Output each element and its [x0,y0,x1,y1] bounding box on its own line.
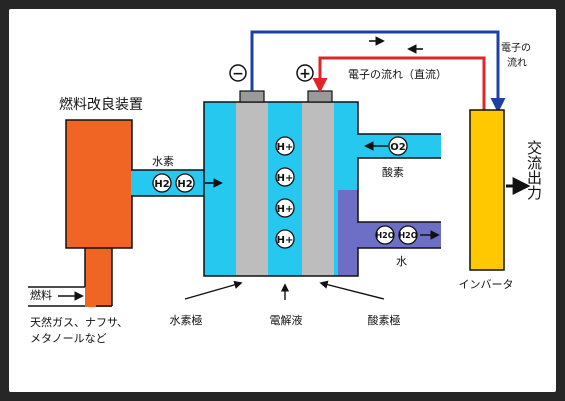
electrolyte-label: 電解液 [270,313,303,327]
h-plus-ion-1: H+ [275,136,295,156]
svg-text:H2O: H2O [398,231,417,240]
svg-text:O2: O2 [390,142,406,153]
h-plus-ion-4: H+ [275,229,295,249]
fuel-cell-body [204,102,358,276]
h2o-molecule-2: H2O [398,225,418,245]
cathode-pointer-arrow [319,280,385,300]
negative-terminal [239,90,265,103]
reformer-neck [85,247,112,307]
plus-sign-text: + [299,66,311,82]
electron-flow-label-line2: 流れ [507,56,527,69]
o2-molecule: O2 [388,136,408,156]
svg-text:H2: H2 [177,179,192,190]
h-plus-ion-3: H+ [275,198,295,218]
plus-sign-icon [296,64,314,82]
svg-text:H+: H+ [277,173,294,184]
anode-label: 水素極 [170,313,203,327]
fuel-examples-line2: メタノールなど [30,332,107,345]
fuel-label: 燃料 [30,288,52,302]
cathode-label: 酸素極 [368,313,401,327]
reformer-label: 燃料改良装置 [59,96,143,113]
svg-text:H+: H+ [277,204,294,215]
svg-text:H+: H+ [277,235,294,246]
fuel-reformer [65,119,133,249]
minus-sign-text: − [232,66,244,82]
oxygen-label: 酸素 [382,165,404,179]
inverter-box [469,109,505,271]
svg-text:H2O: H2O [375,231,394,240]
cell-water-zone [338,190,358,276]
h2o-molecule-1: H2O [375,225,395,245]
electron-flow-label-line1: 電子の [501,42,531,54]
electron-wire-red [312,56,486,110]
anode-electrode [236,102,268,276]
svg-text:H2: H2 [154,179,169,190]
fuel-examples-line1: 天然ガス、ナフサ、 [30,315,128,329]
h2-molecule-2: H2 [175,173,195,193]
hydrogen-label: 水素 [152,155,174,168]
minus-sign-icon [229,64,247,82]
positive-terminal [307,90,333,103]
ac-output-label: 交流出力 [525,139,543,201]
svg-text:H+: H+ [277,142,294,153]
cathode-electrode [302,102,334,276]
h-plus-ion-2: H+ [275,167,295,187]
water-label: 水 [396,255,407,268]
h2-molecule-1: H2 [152,173,172,193]
electron-flow-dc-label: 電子の流れ（直流） [348,67,447,81]
anode-pointer-arrow [184,280,243,300]
electron-wire-blue [250,30,506,113]
inverter-label: インバータ [459,278,514,291]
